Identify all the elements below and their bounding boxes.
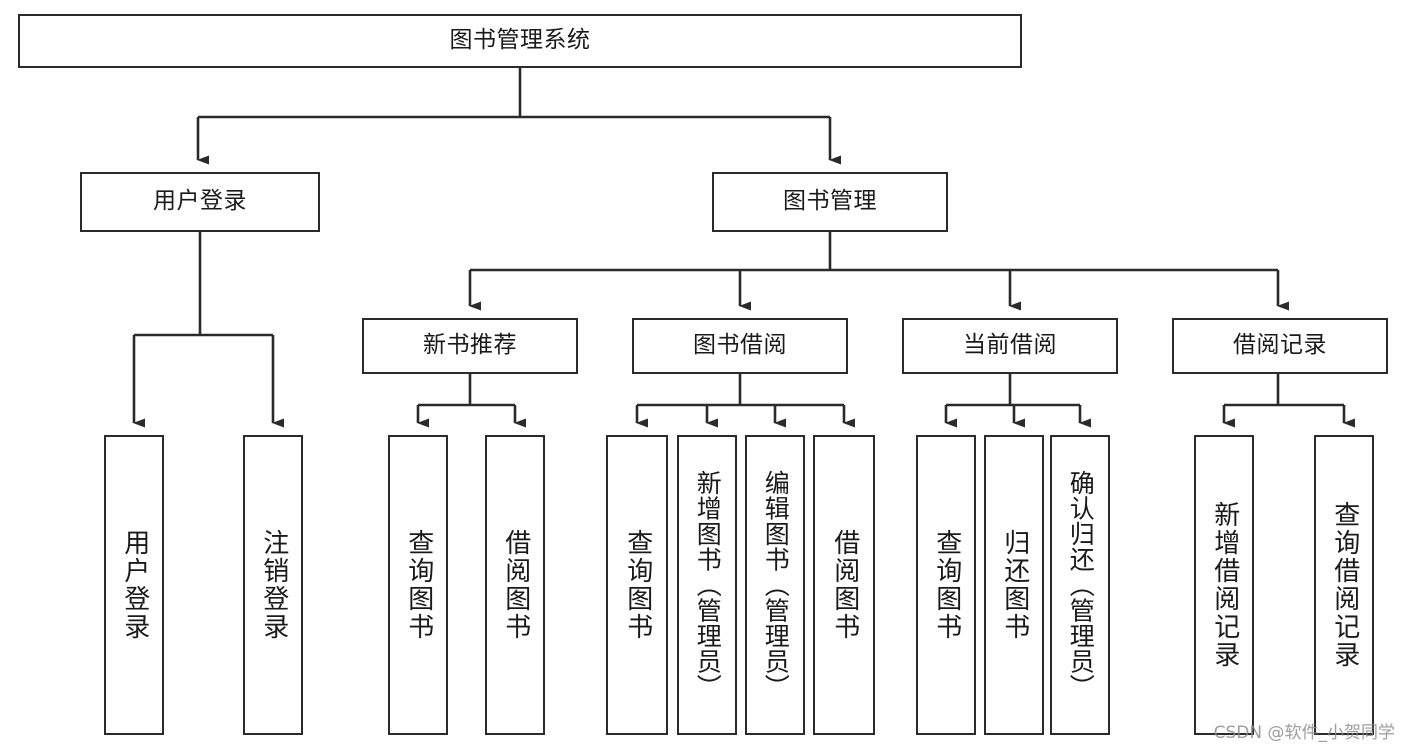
- node-leaf-borrow-book-recommend[interactable]: 借阅图书: [485, 435, 545, 735]
- node-book-borrow-label: 图书借阅: [693, 332, 787, 359]
- node-root-system[interactable]: 图书管理系统: [18, 14, 1022, 68]
- edge-root-to-level2: [196, 68, 841, 165]
- node-new-book-recommend-label: 新书推荐: [423, 332, 517, 359]
- node-leaf-borrow-book[interactable]: 借阅图书: [813, 435, 875, 735]
- node-leaf-borrow-book-label: 借阅图书: [829, 529, 860, 641]
- node-user-login-label: 用户登录: [153, 188, 247, 215]
- node-leaf-confirm-return-admin[interactable]: 确认归还（管理员）: [1050, 435, 1110, 735]
- node-leaf-query-book-borrow-label: 查询图书: [622, 529, 653, 641]
- node-root-system-label: 图书管理系统: [449, 27, 591, 54]
- node-leaf-user-logout[interactable]: 注销登录: [243, 435, 303, 735]
- node-book-management-label: 图书管理: [783, 188, 877, 215]
- edge-borrow-records-to-leaves: [1222, 374, 1355, 428]
- node-leaf-borrow-book-recommend-label: 借阅图书: [500, 529, 531, 641]
- node-leaf-add-book-admin-label: 新增图书（管理员）: [693, 470, 723, 700]
- node-new-book-recommend[interactable]: 新书推荐: [362, 318, 578, 374]
- edge-book-borrow-to-leaves: [635, 374, 855, 428]
- node-borrow-records[interactable]: 借阅记录: [1172, 318, 1388, 374]
- node-leaf-query-borrow-record-label: 查询借阅记录: [1329, 501, 1360, 669]
- node-leaf-add-borrow-record-label: 新增借阅记录: [1209, 501, 1240, 669]
- node-user-login[interactable]: 用户登录: [80, 172, 320, 232]
- node-leaf-query-book-recommend-label: 查询图书: [403, 529, 434, 641]
- node-leaf-return-book-label: 归还图书: [999, 529, 1030, 641]
- node-leaf-user-login[interactable]: 用户登录: [104, 435, 164, 735]
- csdn-watermark: CSDN @软件_小贺同学: [1213, 723, 1395, 743]
- node-leaf-return-book[interactable]: 归还图书: [984, 435, 1044, 735]
- node-book-management[interactable]: 图书管理: [712, 172, 948, 232]
- node-leaf-edit-book-admin[interactable]: 编辑图书（管理员）: [745, 435, 805, 735]
- node-leaf-query-book-recommend[interactable]: 查询图书: [388, 435, 448, 735]
- node-leaf-add-book-admin[interactable]: 新增图书（管理员）: [677, 435, 737, 735]
- node-leaf-add-borrow-record[interactable]: 新增借阅记录: [1194, 435, 1254, 735]
- node-leaf-edit-book-admin-label: 编辑图书（管理员）: [761, 470, 791, 700]
- node-leaf-confirm-return-admin-label: 确认归还（管理员）: [1066, 470, 1096, 700]
- node-current-borrow[interactable]: 当前借阅: [902, 318, 1118, 374]
- node-leaf-query-book-borrow[interactable]: 查询图书: [606, 435, 668, 735]
- node-leaf-query-book-current-label: 查询图书: [931, 529, 962, 641]
- node-borrow-records-label: 借阅记录: [1233, 332, 1327, 359]
- edge-new-book-recommend-to-leaves: [416, 374, 526, 428]
- edge-book-management-to-level3: [468, 232, 1289, 311]
- node-leaf-query-book-current[interactable]: 查询图书: [916, 435, 976, 735]
- node-leaf-user-login-label: 用户登录: [119, 529, 150, 641]
- node-current-borrow-label: 当前借阅: [963, 332, 1057, 359]
- node-book-borrow[interactable]: 图书借阅: [632, 318, 848, 374]
- edge-user-login-to-leaves: [132, 232, 284, 428]
- node-leaf-query-borrow-record[interactable]: 查询借阅记录: [1314, 435, 1374, 735]
- edge-current-borrow-to-leaves: [944, 374, 1091, 428]
- node-leaf-user-logout-label: 注销登录: [258, 529, 289, 641]
